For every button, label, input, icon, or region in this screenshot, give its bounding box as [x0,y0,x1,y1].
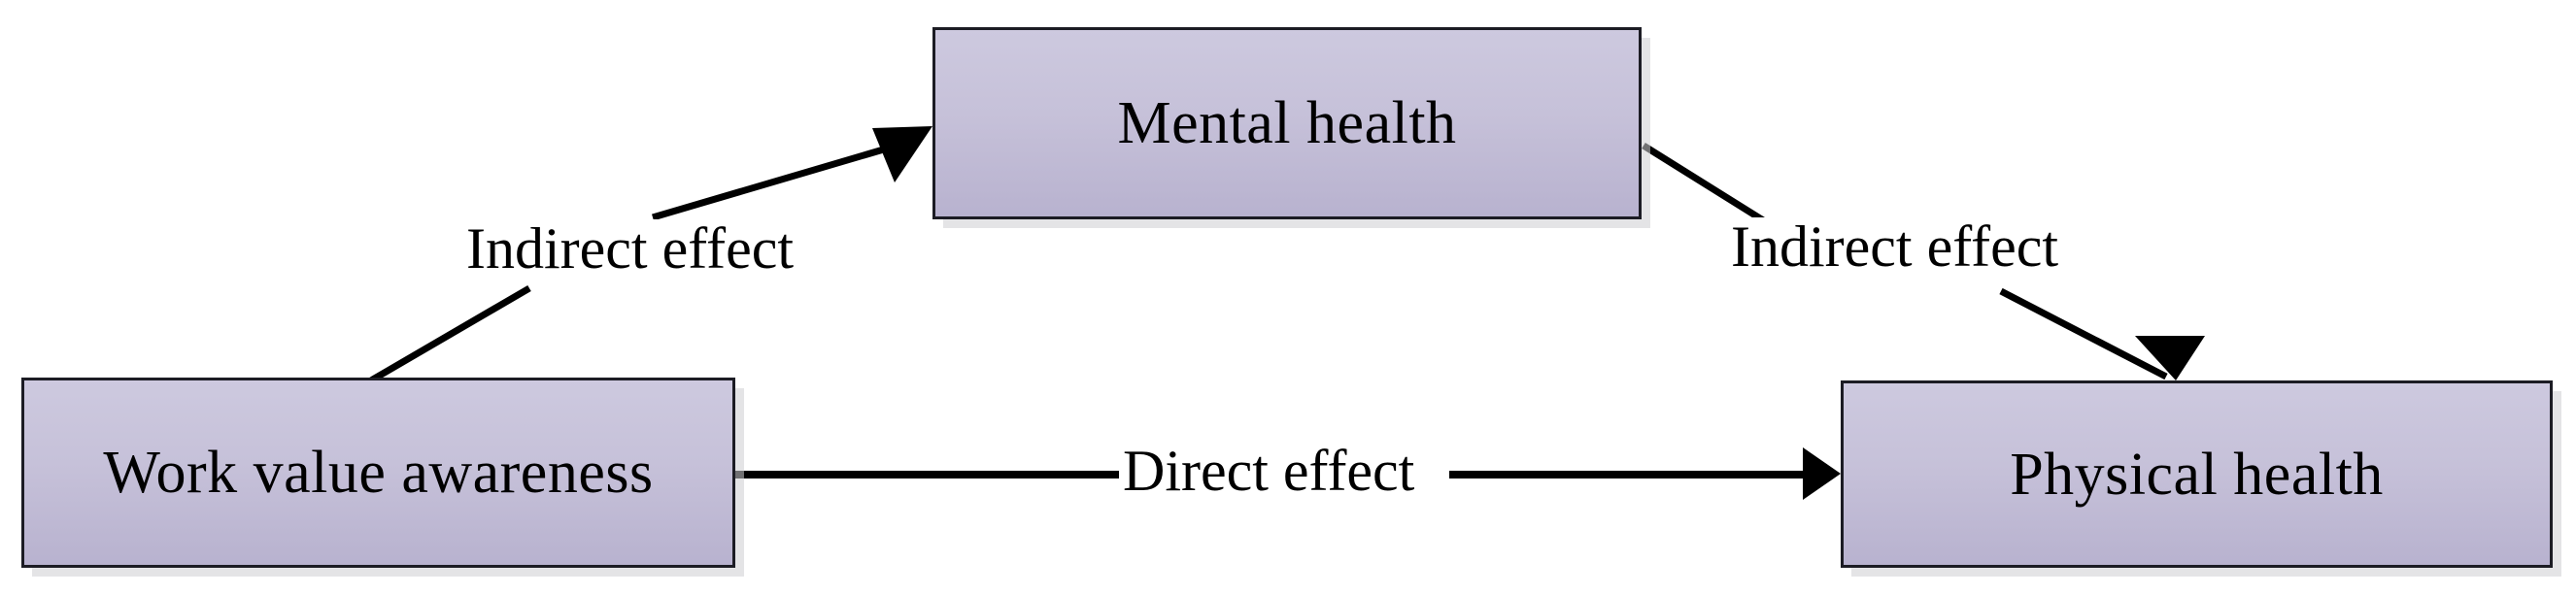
arrowhead-direct-effect [1803,447,1841,500]
edge-line-mental-to-physical-lower [1999,287,2168,380]
edge-label-indirect-effect-right: Indirect effect [1727,217,2063,276]
node-label-physical-health: Physical health [2010,441,2384,508]
edge-line-wva-to-mental-upper [652,140,904,221]
node-physical-health[interactable]: Physical health [1841,380,2553,568]
node-mental-health[interactable]: Mental health [932,27,1642,219]
node-work-value-awareness[interactable]: Work value awareness [21,378,735,568]
edge-line-wva-to-mental-lower [369,284,531,384]
node-label-work-value-awareness: Work value awareness [103,440,654,506]
arrowhead-wva-to-mental [872,126,932,182]
node-label-mental-health: Mental health [1117,90,1457,156]
arrowhead-mental-to-physical [2135,336,2205,380]
edge-label-direct-effect: Direct effect [1119,442,1419,500]
edge-label-indirect-effect-left: Indirect effect [462,219,798,278]
